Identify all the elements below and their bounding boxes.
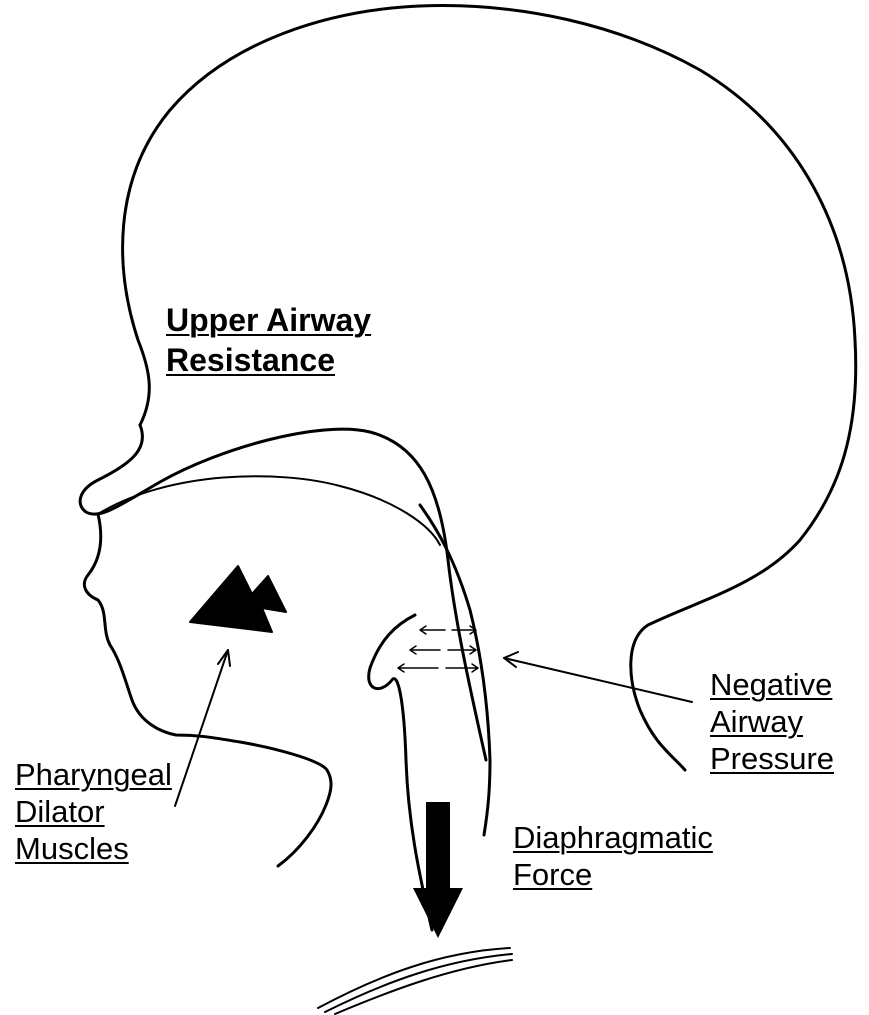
upper-airway-line-2: Resistance — [166, 340, 371, 380]
pressure-pointer — [504, 658, 692, 702]
pharyngeal-line-3: Muscles — [15, 830, 172, 867]
diaphragmatic-line-2: Force — [513, 856, 713, 893]
pharyngeal-line-1: Pharyngeal — [15, 756, 172, 793]
pharynx-front — [369, 615, 432, 930]
negative-pressure-line-2: Airway — [710, 703, 834, 740]
pharyngeal-line-2: Dilator — [15, 793, 172, 830]
pharyngeal-pointer — [175, 650, 228, 806]
pharynx-back — [420, 505, 490, 835]
diaphragm-arrow-head — [413, 888, 463, 938]
diaphragmatic-line-1: Diaphragmatic — [513, 819, 713, 856]
head-outline — [123, 6, 856, 770]
upper-airway-resistance-label: Upper Airway Resistance — [166, 300, 371, 380]
upper-airway-line-1: Upper Airway — [166, 300, 371, 340]
pharyngeal-dilator-muscles-label: Pharyngeal Dilator Muscles — [15, 756, 172, 867]
diaphragmatic-force-label: Diaphragmatic Force — [513, 819, 713, 893]
dilator-muscle-arrow — [190, 566, 286, 632]
negative-pressure-line-1: Negative — [710, 666, 834, 703]
nose-outline — [80, 425, 486, 760]
negative-pressure-line-3: Pressure — [710, 740, 834, 777]
negative-airway-pressure-label: Negative Airway Pressure — [710, 666, 834, 777]
diaphragm-arrow-shaft — [426, 802, 450, 890]
diaphragm-curve — [318, 948, 512, 1014]
